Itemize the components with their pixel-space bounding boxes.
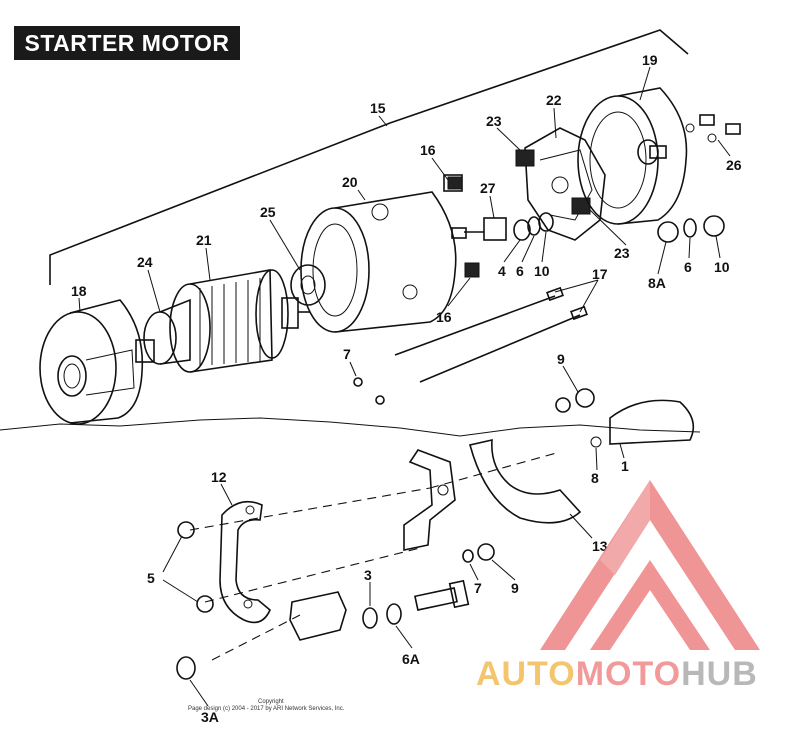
callout-16-top: 16	[420, 142, 436, 158]
callout-20: 20	[342, 174, 358, 190]
callout-16-bottom: 16	[436, 309, 452, 325]
bolt	[414, 579, 470, 611]
callout-labels: 19 22 15 23 16 26 20 27 25 21 24 4 6 10 …	[71, 52, 742, 725]
callout-7-top: 7	[343, 346, 351, 362]
callout-8A: 8A	[648, 275, 666, 291]
callout-22: 22	[546, 92, 562, 108]
copyright-line2: Page design (c) 2004 - 2017 by ARI Netwo…	[188, 706, 345, 712]
callout-13: 13	[592, 538, 608, 554]
watermark-brand: AUTOMOTOHUB	[476, 655, 758, 694]
strap-hole-bottom	[243, 599, 253, 609]
washer-3	[362, 607, 378, 629]
washer-7b	[375, 395, 385, 405]
field-frame	[300, 174, 467, 333]
watermark-logo-icon	[540, 480, 760, 650]
callout-6A: 6A	[402, 651, 420, 667]
callout-1: 1	[621, 458, 629, 474]
callout-27: 27	[480, 180, 496, 196]
strap-hole-top	[245, 505, 255, 515]
callout-3A: 3A	[201, 709, 219, 725]
strap-12	[219, 500, 271, 624]
bracket-hole	[437, 484, 449, 496]
nut-10b	[703, 215, 725, 237]
callout-10-left: 10	[534, 263, 550, 279]
washer-7c	[462, 549, 474, 563]
callout-15: 15	[370, 100, 386, 116]
callout-10-right: 10	[714, 259, 730, 275]
callout-5: 5	[147, 570, 155, 586]
brush-top	[447, 176, 463, 190]
page-title: STARTER MOTOR	[24, 30, 230, 56]
lockwasher-8	[590, 436, 602, 448]
callout-12: 12	[211, 469, 227, 485]
callout-6-right: 6	[684, 259, 692, 275]
callout-9-top: 9	[557, 351, 565, 367]
callout-9-bottom: 9	[511, 580, 519, 596]
washer-3A	[176, 656, 196, 680]
callout-8: 8	[591, 470, 599, 486]
align-line-3	[211, 614, 301, 661]
washer-5a	[177, 521, 195, 539]
nut-9b	[477, 543, 495, 561]
mounting-bracket	[403, 449, 456, 551]
copyright-notice: Copyright Page design (c) 2004 - 2017 by…	[188, 699, 344, 713]
align-line-1	[189, 487, 431, 531]
callout-17: 17	[592, 266, 608, 282]
starter-assembly-1	[609, 399, 695, 445]
terminal-block	[464, 217, 507, 241]
washer-6b	[683, 218, 697, 238]
callout-4: 4	[498, 263, 506, 279]
through-bolts	[394, 286, 588, 383]
group-bracket-15	[49, 29, 689, 285]
watermark-hub: HUB	[681, 655, 758, 693]
callout-18: 18	[71, 283, 87, 299]
lockwasher-8a	[657, 221, 679, 243]
callout-7-bottom: 7	[474, 580, 482, 596]
align-line-4	[429, 451, 561, 489]
insulator-4	[513, 219, 531, 241]
leader-lines	[78, 66, 731, 707]
shield-13	[469, 438, 582, 524]
callout-23-top: 23	[486, 113, 502, 129]
callout-6-left: 6	[516, 263, 524, 279]
drive-end-housing	[39, 299, 144, 425]
thrust-washer	[290, 264, 326, 306]
callout-26: 26	[726, 157, 742, 173]
clip	[289, 591, 347, 641]
armature	[135, 269, 310, 373]
screws-26	[685, 114, 741, 143]
title-banner: STARTER MOTOR	[14, 26, 240, 60]
watermark-auto: AUTO	[476, 655, 576, 693]
nut-10a	[538, 212, 554, 232]
lockwasher-6A	[386, 603, 402, 625]
brush-bottom	[464, 262, 480, 278]
watermark-moto: MOTO	[575, 655, 682, 693]
callout-3: 3	[364, 567, 372, 583]
callout-24: 24	[137, 254, 153, 270]
washer-5b	[196, 595, 214, 613]
callout-23-bottom: 23	[614, 245, 630, 261]
nut-9a	[555, 388, 595, 413]
callout-25: 25	[260, 204, 276, 220]
copyright-line1: Copyright	[258, 699, 284, 705]
callout-19: 19	[642, 52, 658, 68]
commutator-end-cover	[577, 87, 688, 225]
callout-21: 21	[196, 232, 212, 248]
tear-line	[0, 417, 701, 437]
washer-7a	[353, 377, 363, 387]
